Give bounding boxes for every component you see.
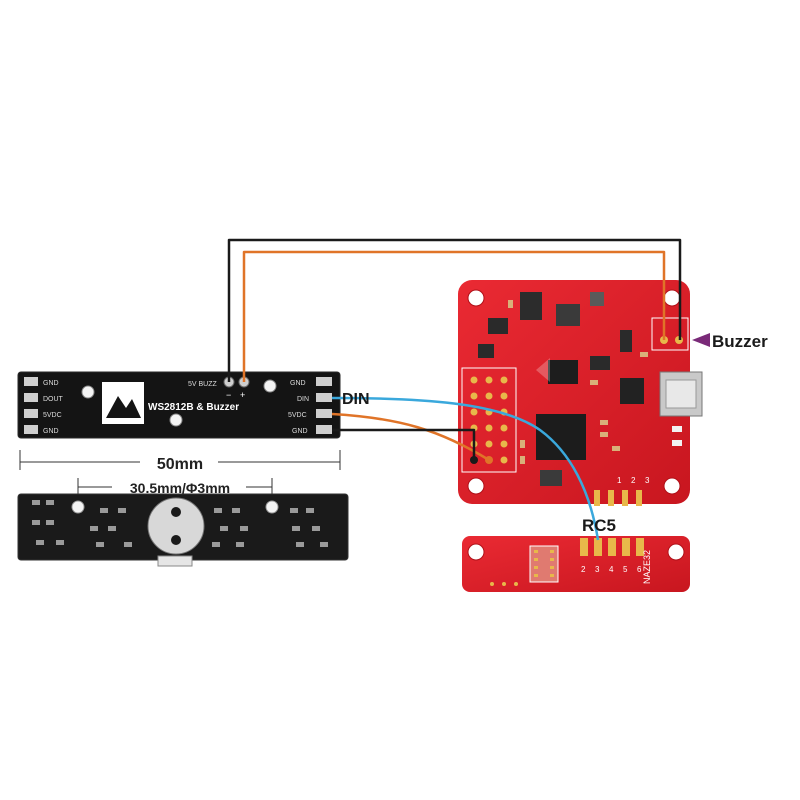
bottom-pin-number: 3 [595, 565, 600, 574]
left-pin-label: GND [43, 380, 59, 387]
status-led [672, 426, 682, 432]
pad-left-3 [24, 409, 38, 418]
mount-hole [71, 500, 85, 514]
pad-left-4 [24, 425, 38, 434]
chip [556, 304, 580, 326]
smd-pads [32, 500, 328, 547]
right-pin-label: DIN [297, 396, 309, 403]
chip [520, 292, 542, 320]
mount-hole [467, 477, 485, 495]
pad-right-3 [316, 409, 332, 418]
chip [478, 344, 494, 358]
pad-left-2 [24, 393, 38, 402]
width-dimension: 50mm [157, 456, 203, 473]
hole-dimension: 30.5mm/Φ3mm [130, 480, 230, 496]
mount-hole [467, 289, 485, 307]
status-led [672, 440, 682, 446]
mount-hole [263, 379, 277, 393]
flight-controller-board: 1 2 3 [458, 280, 703, 506]
usb-port [659, 371, 703, 417]
wire-gnd [332, 428, 476, 460]
mount-hole [663, 477, 681, 495]
left-pin-header [461, 367, 517, 473]
vcc-connection-dot [485, 456, 493, 464]
pin-number: 2 [631, 476, 636, 485]
board-title: WS2812B & Buzzer [148, 402, 239, 413]
wire-buzzer-positive [242, 250, 666, 382]
right-pin-label: GND [292, 428, 308, 435]
wires [227, 238, 682, 541]
buzzer-label: Buzzer [712, 332, 768, 351]
mount-hole [81, 385, 95, 399]
mount-hole [667, 543, 685, 561]
rc5-label: RC5 [582, 516, 616, 535]
left-pin-label: 5VDC [43, 412, 62, 419]
led-board-bottom-view [17, 493, 349, 567]
bottom-pin-number: 2 [581, 565, 586, 574]
chip [548, 360, 578, 384]
rc-header-pads [580, 538, 644, 556]
pin-number: 1 [617, 476, 622, 485]
wire-din [331, 396, 600, 541]
wire-buzzer-negative [227, 238, 682, 382]
mount-hole [663, 289, 681, 307]
led-left-pins: GND DOUT 5VDC GND [24, 377, 64, 435]
fc-bottom-board: 2 3 4 5 6 NAZE32 [462, 536, 690, 592]
chip [620, 330, 632, 352]
mount-hole [467, 543, 485, 561]
led-buzzer-board: GND DOUT 5VDC GND WS2812B & Buzzer 5V BU… [17, 371, 341, 439]
fc-bottom-chip [529, 545, 559, 583]
chip [590, 292, 604, 306]
fc-bottom-pads [594, 490, 642, 506]
fc-silkscreen: NAZE32 [642, 550, 652, 584]
right-pin-label: GND [290, 380, 306, 387]
chip [590, 356, 610, 370]
mount-hole [265, 500, 279, 514]
wire-5v [331, 412, 490, 462]
mount-hole [169, 413, 183, 427]
passives [508, 300, 648, 464]
din-label: DIN [342, 391, 370, 408]
buzzer-callout: Buzzer [692, 332, 768, 351]
buzzer-arrow-icon [692, 333, 710, 347]
bottom-pin-number: 6 [637, 565, 642, 574]
pad-left-1 [24, 377, 38, 386]
chip [540, 470, 562, 486]
led-right-pins: GND DIN 5VDC GND [288, 377, 332, 435]
pad-right-1 [316, 377, 332, 386]
buzz-plus: + [240, 390, 245, 400]
chip [620, 378, 644, 404]
bottom-pin-number: 4 [609, 565, 614, 574]
left-pin-label: GND [43, 428, 59, 435]
buzz-minus: − [226, 390, 231, 400]
buzz-label: 5V BUZZ [188, 381, 218, 388]
mountain-logo [102, 382, 144, 424]
left-pin-label: DOUT [43, 396, 64, 403]
bottom-pin-number: 5 [623, 565, 628, 574]
pad-right-4 [316, 425, 332, 434]
pin-number: 3 [645, 476, 650, 485]
dimension-annotations [19, 450, 341, 496]
mcu-chip [536, 414, 586, 460]
pad-right-2 [316, 393, 332, 402]
right-pin-label: 5VDC [288, 412, 307, 419]
buzzer-component [147, 497, 205, 567]
chip [488, 318, 508, 334]
fc-bottom-vias [490, 582, 518, 586]
orientation-mark [536, 358, 550, 382]
gnd-connection-dot [470, 456, 478, 464]
